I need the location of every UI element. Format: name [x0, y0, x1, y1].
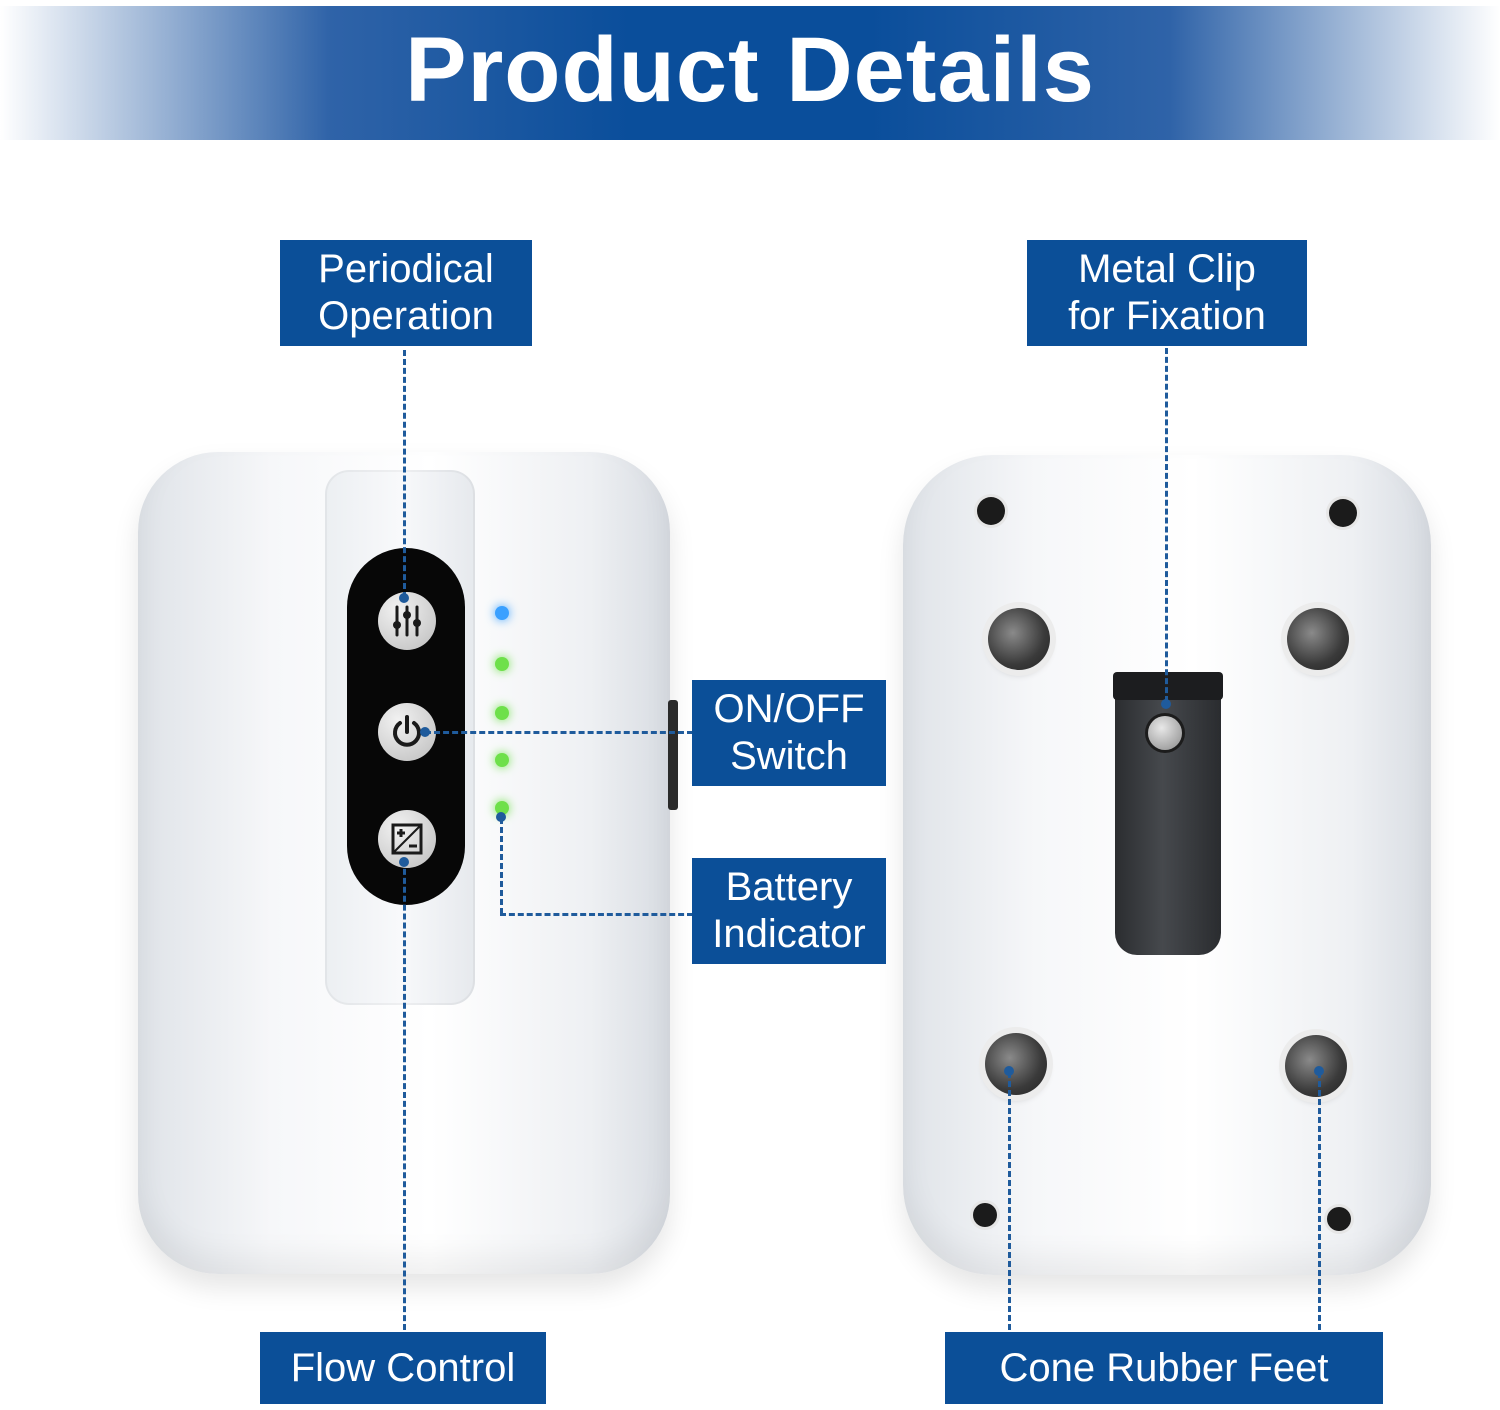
rubber-foot [985, 1033, 1047, 1095]
label-on-off-switch: ON/OFF Switch [692, 680, 886, 786]
callout-line-periodical [403, 350, 406, 598]
label-flow-control: Flow Control [260, 1332, 546, 1404]
screw-icon [1148, 716, 1182, 750]
label-metal-clip: Metal Clip for Fixation [1027, 240, 1307, 346]
callout-line-flow [403, 860, 406, 1330]
side-port [668, 700, 678, 810]
battery-led-green [495, 657, 509, 671]
battery-led-green [495, 706, 509, 720]
callout-line-foot-right [1318, 1072, 1321, 1330]
mount-hole [1327, 1207, 1351, 1231]
power-icon [393, 715, 421, 747]
callout-dot [399, 593, 409, 603]
label-periodical-text: Periodical Operation [318, 247, 494, 338]
battery-led-green [495, 801, 509, 815]
callout-dot [420, 727, 430, 737]
sliders-icon [393, 605, 421, 637]
mount-hole [977, 497, 1005, 525]
callout-line-foot-left [1008, 1072, 1011, 1330]
callout-line-onoff [425, 731, 693, 734]
callout-dot [1314, 1066, 1324, 1076]
metal-clip-top [1113, 672, 1223, 700]
label-feet-text: Cone Rubber Feet [999, 1345, 1329, 1390]
page-title: Product Details [405, 19, 1095, 121]
mount-hole [973, 1203, 997, 1227]
label-flow-text: Flow Control [290, 1345, 516, 1390]
label-periodical-operation: Periodical Operation [280, 240, 532, 346]
rubber-foot [1287, 608, 1349, 670]
callout-dot [399, 857, 409, 867]
battery-led-green [495, 753, 509, 767]
plus-minus-icon [391, 823, 423, 855]
label-on-off-text: ON/OFF Switch [713, 687, 865, 778]
callout-dot [1004, 1066, 1014, 1076]
callout-dot [496, 812, 506, 822]
metal-clip [1115, 672, 1221, 955]
callout-dot [1161, 699, 1171, 709]
label-battery-text: Battery Indicator [712, 865, 866, 956]
header-banner [0, 6, 1500, 140]
label-cone-rubber-feet: Cone Rubber Feet [945, 1332, 1383, 1404]
mount-hole [1329, 499, 1357, 527]
rubber-foot [988, 608, 1050, 670]
battery-led-blue [495, 606, 509, 620]
label-battery-indicator: Battery Indicator [692, 858, 886, 964]
label-metal-clip-text: Metal Clip for Fixation [1068, 247, 1266, 338]
callout-line-battery-h [500, 913, 693, 916]
callout-line-clip [1165, 348, 1168, 702]
callout-line-battery-v [500, 818, 503, 914]
